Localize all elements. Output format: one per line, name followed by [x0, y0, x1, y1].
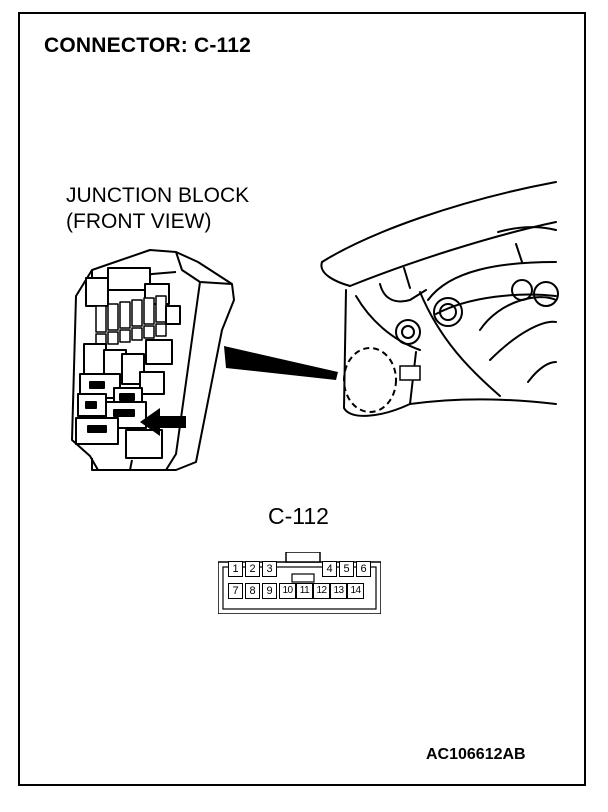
pin-8: 8 [245, 583, 260, 599]
junction-block-view-label: (FRONT VIEW) [66, 210, 212, 233]
pin-3: 3 [262, 561, 277, 577]
dashboard-drawing [320, 181, 559, 417]
pin-2: 2 [245, 561, 260, 577]
pin-1: 1 [228, 561, 243, 577]
connector-pointer-arrow [140, 408, 186, 436]
diagram-title: CONNECTOR: C-112 [44, 34, 252, 57]
pin-4: 4 [322, 561, 337, 577]
pin-11: 11 [296, 583, 313, 599]
pin-6: 6 [356, 561, 371, 577]
connector-name: C-112 [268, 503, 329, 529]
pin-9: 9 [262, 583, 277, 599]
pin-10: 10 [279, 583, 296, 599]
connector-face: 1 2 3 4 5 6 7 8 9 10 11 12 13 14 [218, 552, 381, 614]
location-wedge [224, 346, 338, 380]
pin-7: 7 [228, 583, 243, 599]
pin-13: 13 [330, 583, 347, 599]
junction-block-label: JUNCTION BLOCK [66, 184, 250, 207]
pin-14: 14 [347, 583, 364, 599]
figure-frame [18, 12, 586, 786]
pin-5: 5 [339, 561, 354, 577]
junction-block-drawing [71, 249, 235, 471]
connector-location-marker [343, 347, 397, 413]
figure-code: AC106612AB [426, 746, 526, 763]
pin-12: 12 [313, 583, 330, 599]
